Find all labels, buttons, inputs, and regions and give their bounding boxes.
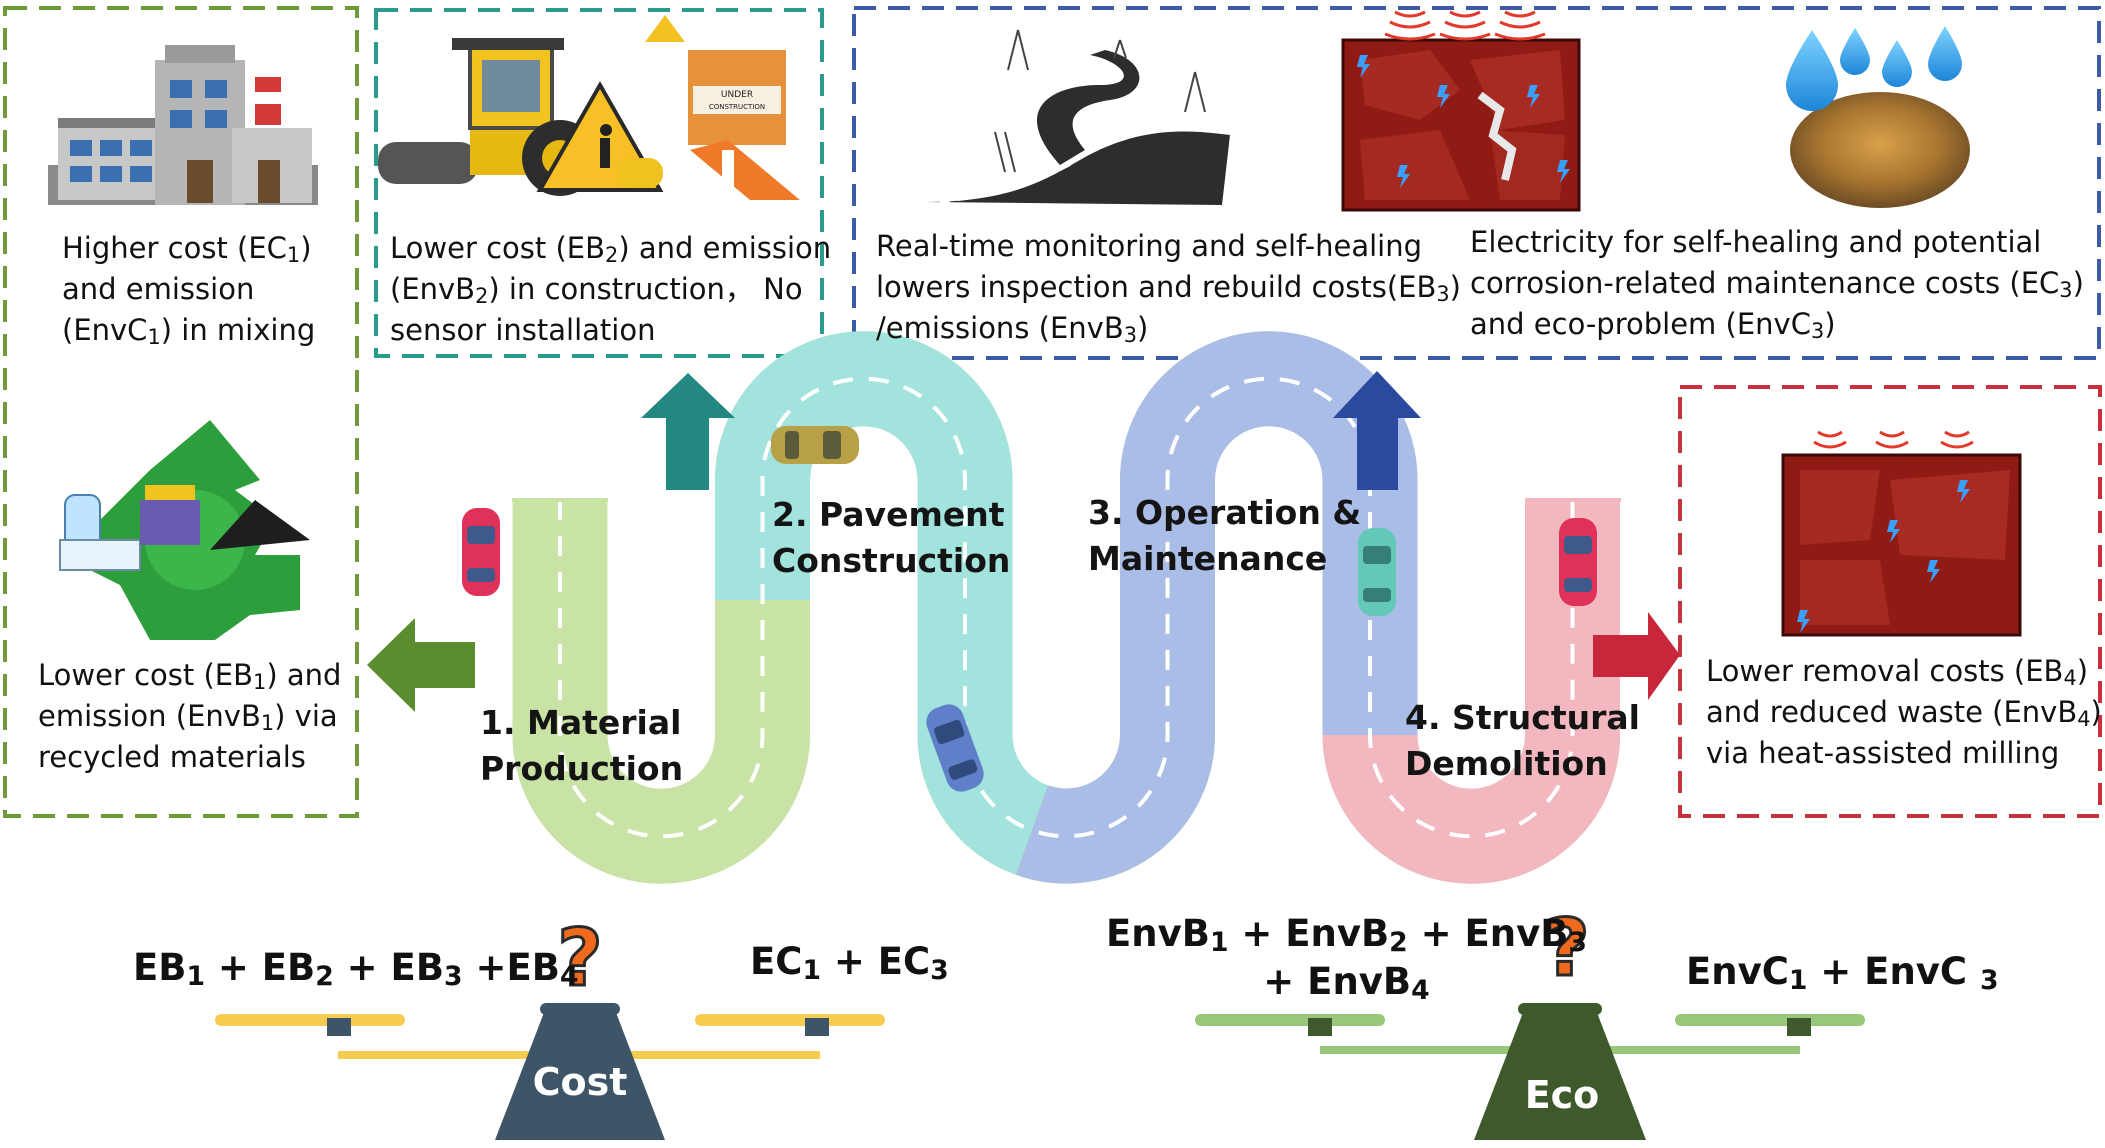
cost-base — [495, 1010, 665, 1140]
arrow-up-blue — [1333, 371, 1421, 490]
demolition-text: Lower removal costs (EB4) and reduced wa… — [1706, 654, 2102, 770]
left-top-text: Higher cost (EC1) and emission (EnvC1) i… — [62, 231, 316, 349]
cost-burden-equation: EC1 + EC3 — [750, 940, 949, 986]
under-construction-text-bottom: CONSTRUCTION — [709, 103, 765, 111]
eco-burden-equation: EnvC1 + EnvC 3 — [1686, 950, 1999, 996]
car-red-1 — [462, 508, 500, 596]
box-pavement-construction — [374, 8, 824, 358]
arrow-up-teal — [641, 373, 735, 490]
operation-text-left: Real-time monitoring and self-healing lo… — [876, 229, 1461, 347]
arrow-left-green — [367, 618, 475, 712]
box-material-production — [3, 6, 359, 818]
arrow-right-red — [1593, 612, 1680, 700]
road-section-operation — [1015, 331, 1418, 884]
cost-benefit-equation: EB1 + EB2 + EB3 +EB4 — [133, 946, 579, 992]
stage-label-operation-maintenance: 3. Operation &Maintenance — [1088, 493, 1362, 578]
construction-text: Lower cost (EB2) and emission (EnvB2) in… — [390, 231, 832, 347]
construction-sign-icon: UNDER CONSTRUCTION — [536, 15, 800, 200]
cost-label: Cost — [533, 1060, 628, 1104]
cost-question-mark: ? — [557, 914, 602, 1004]
eco-question-mark: ? — [1544, 904, 1589, 994]
eco-balance — [1195, 1003, 1865, 1140]
recycle-icon — [59, 420, 310, 640]
car-yellow — [771, 426, 859, 464]
car-teal — [1358, 528, 1396, 616]
left-bottom-text: Lower cost (EB1) and emission (EnvB1) vi… — [38, 658, 342, 774]
box-operation-maintenance — [852, 6, 2101, 360]
tower-icon — [994, 29, 1206, 173]
under-construction-text-top: UNDER — [721, 90, 753, 100]
factory-icon — [48, 45, 318, 205]
highway-icon — [925, 29, 1230, 205]
demolition-asphalt-icon — [1781, 430, 2022, 637]
cost-balance — [215, 1003, 885, 1140]
eco-label: Eco — [1525, 1073, 1600, 1117]
operation-text-right: Electricity for self-healing and potenti… — [1470, 225, 2084, 343]
box-structural-demolition — [1678, 385, 2102, 818]
eco-benefit-equation: EnvB1 + EnvB2 + EnvB3 + EnvB4 — [1106, 912, 1587, 1006]
eco-base — [1474, 1010, 1646, 1140]
cracked-asphalt-icon — [1341, 10, 1581, 212]
car-red-2 — [1559, 518, 1597, 606]
water-soil-icon — [1786, 26, 1970, 208]
car-blue — [926, 704, 984, 792]
